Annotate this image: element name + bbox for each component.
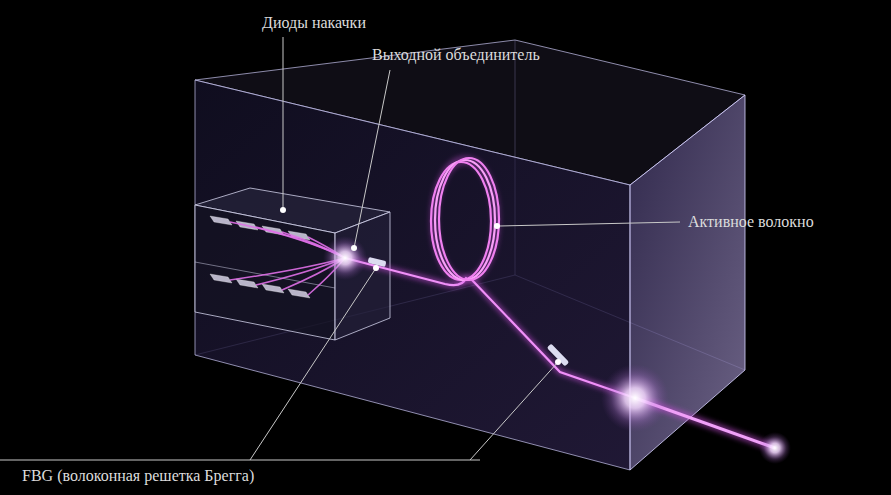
coil-turn bbox=[439, 158, 499, 280]
combiner-glow bbox=[323, 236, 367, 280]
callout-label: Активное волокно bbox=[688, 212, 814, 232]
coil-turn bbox=[435, 160, 495, 280]
pump-diode bbox=[236, 279, 258, 288]
exit-glow bbox=[601, 364, 669, 432]
pump-module-front bbox=[195, 205, 335, 340]
leader-line bbox=[0, 460, 480, 461]
leader-line bbox=[470, 362, 558, 460]
fiber-coil bbox=[431, 158, 499, 280]
leader-dot bbox=[373, 265, 379, 271]
callout-label: FBG (волоконная решетка Брегга) bbox=[22, 466, 254, 486]
leader-dot bbox=[280, 207, 286, 213]
pump-diode bbox=[288, 289, 310, 298]
leader-dots bbox=[280, 207, 561, 365]
callout-label: Диоды накачки bbox=[262, 13, 366, 33]
leader-dot bbox=[555, 359, 561, 365]
leader-dot bbox=[351, 245, 357, 251]
pump-diode bbox=[262, 284, 284, 293]
coil-glow bbox=[434, 160, 496, 280]
leader-line bbox=[283, 37, 284, 208]
fbg-grating bbox=[547, 344, 569, 367]
pump-diode bbox=[210, 274, 232, 283]
leader-line bbox=[354, 70, 390, 248]
leader-line bbox=[250, 268, 376, 460]
housing-left-face bbox=[195, 80, 630, 470]
leader-line bbox=[499, 222, 680, 226]
callout-label: Выходной объединитель bbox=[372, 45, 540, 65]
pump-diode bbox=[210, 216, 232, 225]
beam-end-glow bbox=[759, 432, 791, 464]
leader-dot bbox=[494, 223, 500, 229]
leader-lines bbox=[0, 37, 680, 460]
active-fiber-path bbox=[345, 258, 635, 398]
